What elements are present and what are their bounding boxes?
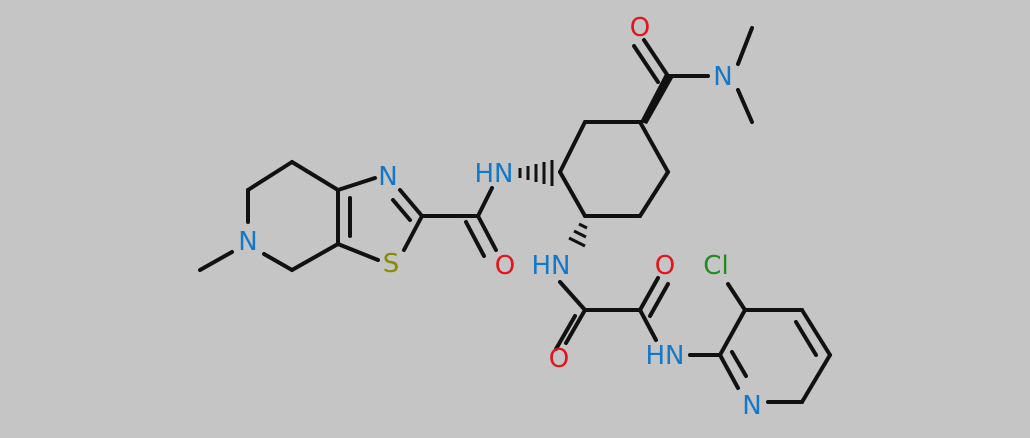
bond: [794, 320, 818, 357]
bond: [558, 170, 587, 218]
atom-nh-oxamide-2: HN: [646, 341, 685, 371]
bond: [726, 282, 747, 312]
bond-n-methyl: [198, 250, 234, 272]
bond: [718, 353, 740, 390]
hashed-wedge-1: [518, 160, 554, 186]
bond: [290, 160, 340, 192]
bond: [632, 44, 660, 84]
bond: [290, 242, 340, 272]
bond: [638, 308, 658, 342]
bond: [402, 214, 424, 252]
atom-n-dimethyl: N: [713, 62, 732, 92]
atom-nh-amide: HN: [475, 159, 514, 189]
atom-labels: N N S O HN O N HN O O HN Cl N: [238, 13, 761, 421]
bond: [642, 38, 670, 78]
bond: [336, 176, 377, 192]
bond: [736, 88, 754, 124]
atom-o-amide: O: [495, 251, 515, 281]
bond: [246, 160, 294, 192]
bond: [262, 252, 294, 272]
atom-n-thiazole: N: [378, 162, 397, 192]
bond: [558, 280, 587, 312]
atom-o-carbonyl-top: O: [630, 13, 650, 43]
hashed-wedge-2: [568, 222, 588, 248]
bond: [564, 308, 587, 345]
atom-s-thiazole: S: [383, 249, 400, 279]
bond: [800, 353, 832, 404]
bond: [464, 220, 486, 258]
atom-n-pyridine: N: [742, 391, 761, 421]
atom-cl: Cl: [703, 251, 728, 281]
bond: [800, 308, 832, 357]
bond: [638, 276, 660, 312]
bonds: [198, 26, 832, 404]
bond: [391, 198, 412, 222]
bond: [558, 120, 587, 174]
bond: [476, 214, 498, 252]
atom-o-oxamide-1: O: [549, 344, 569, 374]
bond: [554, 314, 577, 351]
atom-nh-oxamide-1: HN: [532, 251, 571, 281]
bond: [718, 308, 747, 357]
bold-wedge: [640, 74, 673, 124]
bond: [648, 282, 670, 318]
bond: [398, 188, 424, 218]
atom-n-ring: N: [238, 227, 257, 257]
bond: [476, 186, 494, 218]
bond: [638, 120, 670, 174]
bond: [730, 350, 748, 378]
bond: [638, 170, 670, 218]
bond: [736, 26, 754, 66]
atom-o-oxamide-2: O: [655, 251, 675, 281]
bond: [336, 242, 380, 262]
